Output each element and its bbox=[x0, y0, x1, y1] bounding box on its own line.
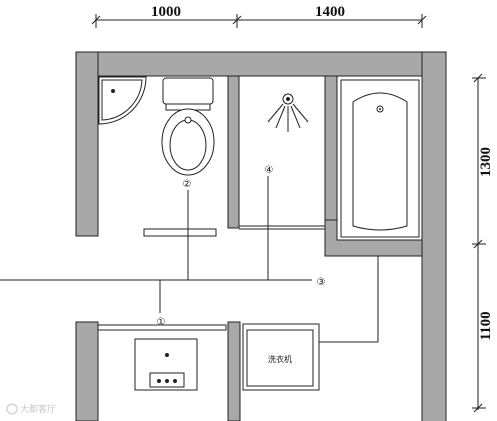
bathtub bbox=[340, 79, 420, 238]
vanity-sink bbox=[97, 324, 227, 391]
wall-right bbox=[421, 51, 447, 421]
washing-machine-label: 洗衣机 bbox=[268, 354, 292, 364]
wall-top bbox=[75, 51, 447, 77]
watermark-text: 大都客厅 bbox=[20, 403, 56, 415]
dimension-label-1000: 1000 bbox=[151, 4, 181, 20]
marker-1: ① bbox=[157, 317, 166, 328]
marker-4: ④ bbox=[265, 165, 274, 176]
corner-basin bbox=[98, 76, 147, 125]
wall-tub-step bbox=[324, 219, 423, 257]
marker-2: ② bbox=[183, 179, 192, 190]
wall-partition-sink-washer bbox=[227, 321, 241, 421]
wall-left-lower bbox=[75, 321, 99, 421]
toilet-room-door-threshold bbox=[143, 228, 217, 237]
pipe-lines bbox=[0, 176, 379, 343]
toilet bbox=[161, 77, 215, 176]
washing-machine: 洗衣机 bbox=[242, 323, 320, 391]
dimension-label-1400: 1400 bbox=[315, 4, 345, 20]
dimension-right: 1300 1100 bbox=[472, 73, 494, 413]
washing-machine-body bbox=[242, 323, 320, 391]
toilet-tank bbox=[162, 77, 214, 105]
walls bbox=[75, 51, 447, 421]
watermark-logo-icon bbox=[6, 403, 18, 415]
wall-left-upper bbox=[75, 51, 99, 237]
wall-partition-toilet-shower bbox=[227, 75, 240, 229]
marker-3: ③ bbox=[317, 277, 326, 288]
toilet-bowl bbox=[161, 108, 215, 176]
shower-head-icon bbox=[267, 93, 309, 132]
dimension-label-1100: 1100 bbox=[478, 311, 494, 340]
dimension-top: 1000 1400 bbox=[91, 4, 427, 28]
wall-partition-shower-tub bbox=[324, 75, 338, 221]
dimension-label-1300: 1300 bbox=[478, 147, 494, 177]
